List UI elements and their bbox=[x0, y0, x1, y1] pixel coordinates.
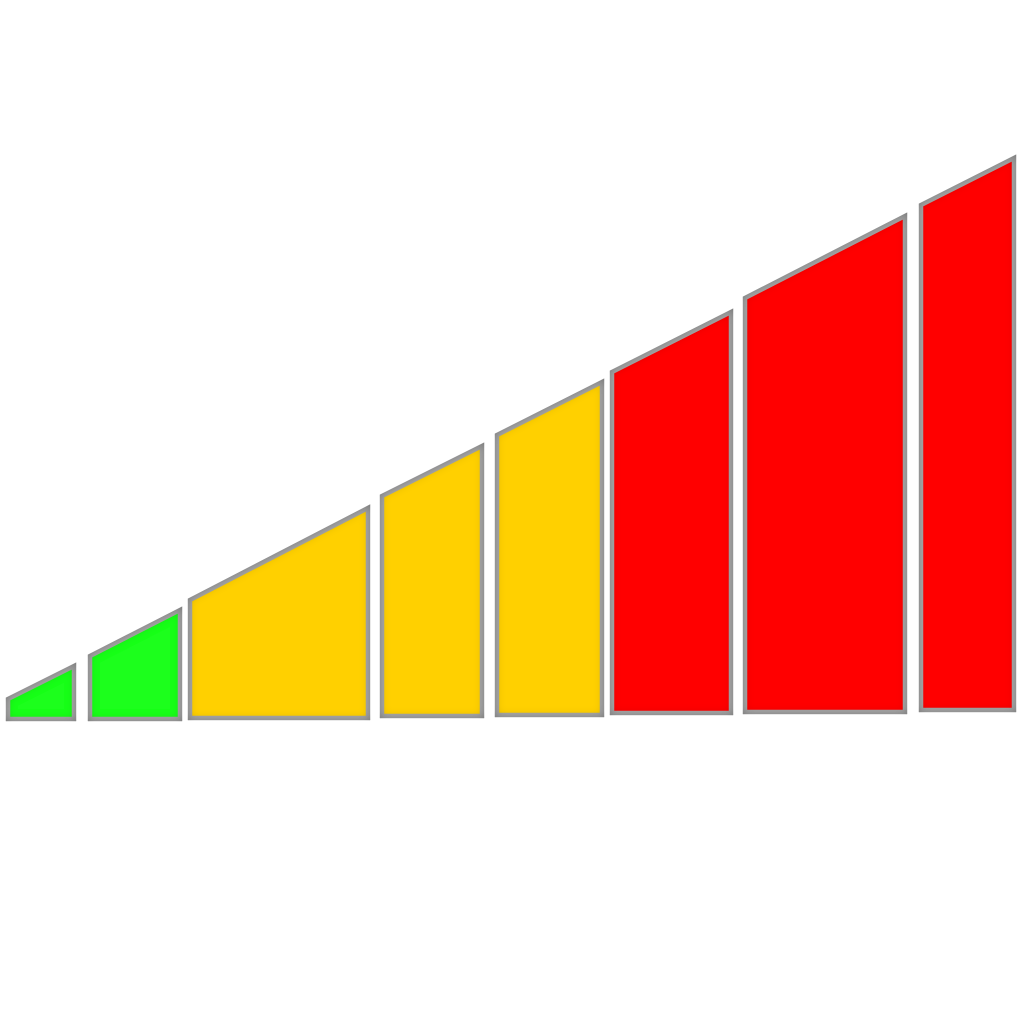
meter-segment-4-yellow bbox=[379, 442, 485, 719]
meter-segment-5-yellow bbox=[494, 378, 605, 718]
meter-segment-3-yellow bbox=[187, 504, 371, 721]
meter-segment-2-green bbox=[87, 606, 183, 722]
meter-segment-6-red bbox=[609, 308, 734, 716]
meter-segment-1-green bbox=[5, 662, 77, 722]
meter-segments bbox=[5, 154, 1017, 722]
meter-segment-8-red bbox=[918, 154, 1017, 713]
meter-segment-7-red bbox=[742, 212, 908, 715]
